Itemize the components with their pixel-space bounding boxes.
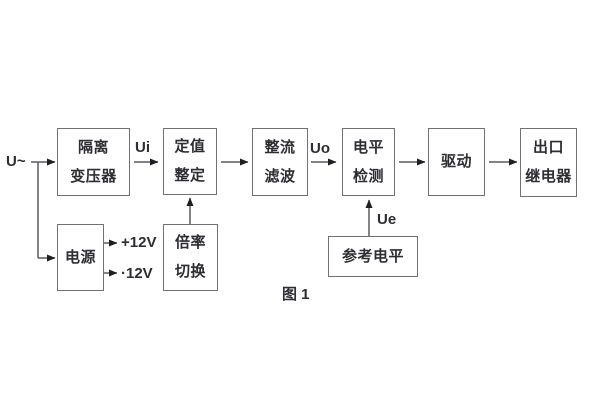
- label-plus-12v: +12V: [121, 234, 157, 251]
- block-rectifier-filter: 整流 滤波: [252, 128, 308, 196]
- label-ui: Ui: [135, 139, 150, 156]
- block-value-setting: 定值 整定: [163, 128, 217, 195]
- block-power-supply-label: 电源: [64, 248, 96, 266]
- block-level-detection-line1: 电平: [352, 138, 384, 156]
- block-ratio-switch: 倍率 切换: [163, 224, 218, 291]
- block-isolation-transformer: 隔离 变压器: [57, 128, 130, 196]
- label-input-voltage: U~: [6, 153, 26, 170]
- label-ue: Ue: [377, 211, 397, 228]
- block-isolation-transformer-line1: 隔离: [77, 138, 109, 156]
- block-level-detection-line2: 检测: [352, 167, 384, 185]
- figure-caption: 图 1: [282, 286, 310, 303]
- block-driver-label: 驱动: [440, 153, 472, 170]
- block-level-detection: 电平 检测: [342, 128, 395, 196]
- block-output-relay: 出口 继电器: [520, 128, 577, 197]
- block-ratio-switch-line2: 切换: [174, 263, 206, 280]
- label-uo: Uo: [310, 140, 330, 157]
- block-output-relay-line1: 出口: [532, 139, 564, 156]
- block-reference-level: 参考电平: [328, 236, 418, 277]
- block-output-relay-line2: 继电器: [525, 168, 572, 185]
- block-rectifier-filter-line2: 滤波: [264, 167, 296, 185]
- block-value-setting-line2: 整定: [174, 167, 206, 184]
- block-value-setting-line1: 定值: [174, 138, 206, 155]
- block-isolation-transformer-line2: 变压器: [70, 167, 117, 185]
- block-rectifier-filter-line1: 整流: [264, 138, 296, 156]
- block-ratio-switch-line1: 倍率: [174, 234, 206, 251]
- label-minus-12v: ·12V: [121, 265, 153, 282]
- block-power-supply: 电源: [57, 224, 104, 291]
- block-driver: 驱动: [428, 128, 485, 196]
- block-reference-level-label: 参考电平: [341, 247, 404, 265]
